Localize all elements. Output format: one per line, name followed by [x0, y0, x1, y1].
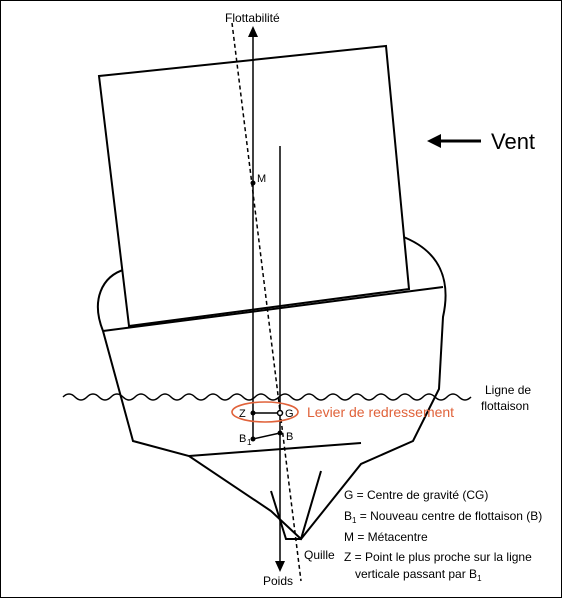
keel-top-line — [188, 442, 362, 457]
legend-m: M = Métacentre — [344, 530, 428, 544]
b-connector — [252, 432, 281, 440]
keel-fin — [270, 470, 322, 540]
point-m — [250, 180, 256, 186]
label-poids: Poids — [263, 574, 293, 588]
point-g — [276, 409, 284, 417]
label-b1-sub: 1 — [247, 438, 252, 447]
label-vent: Vent — [491, 129, 535, 154]
cabin-outline — [97, 44, 411, 328]
legend-g: G = Centre de gravité (CG) — [344, 488, 488, 502]
buoyancy-arrowhead — [248, 26, 258, 37]
weight-arrowhead — [275, 561, 285, 572]
point-z — [250, 410, 256, 416]
legend-z-line2: verticale passant par B1 — [355, 567, 482, 583]
label-m: M — [257, 173, 266, 185]
label-flottabilite: Flottabilité — [225, 11, 280, 25]
point-b — [277, 430, 283, 436]
waterline — [62, 393, 472, 401]
hull-outline — [96, 235, 447, 541]
label-flottaison: flottaison — [481, 399, 529, 413]
label-z: Z — [239, 408, 246, 420]
label-levier: Levier de redressement — [307, 404, 454, 420]
point-b1 — [250, 436, 256, 442]
label-b: B — [286, 431, 293, 443]
label-ligne-de: Ligne de — [485, 383, 531, 397]
deck-line — [102, 286, 444, 332]
legend-z-line1: Z = Point le plus proche sur la ligne — [344, 550, 532, 564]
wind-arrow-head — [427, 134, 441, 148]
lever-highlight-ellipse — [231, 401, 299, 423]
legend-b1: B1 = Nouveau centre de flottaison (B) — [344, 509, 542, 525]
label-quille: Quille — [304, 548, 335, 562]
label-b1: B — [239, 433, 246, 445]
heel-axis-dashed — [231, 22, 302, 582]
label-g: G — [285, 408, 294, 420]
